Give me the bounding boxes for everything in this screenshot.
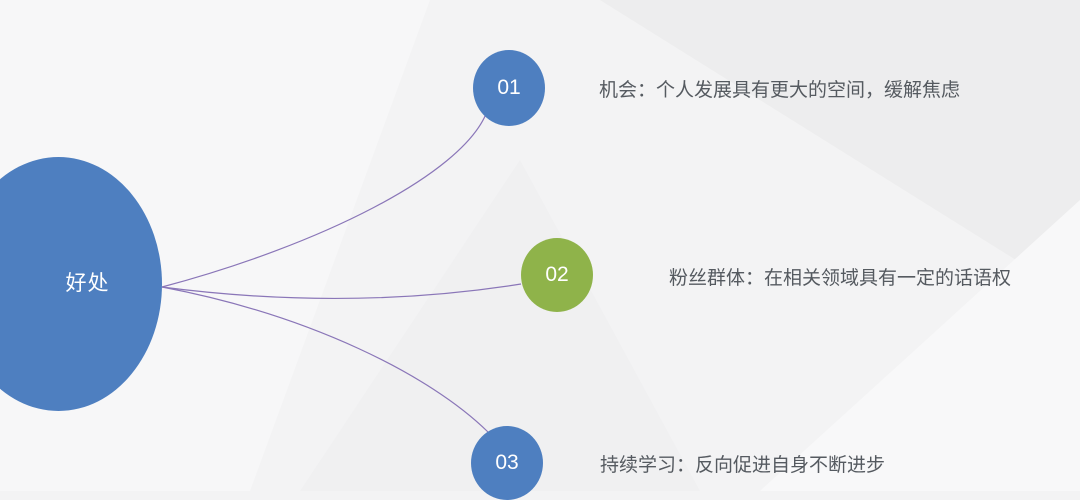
node-02-number: 02	[545, 263, 569, 286]
node-03: 03	[471, 426, 543, 500]
branch-01-text: 机会：个人发展具有更大的空间，缓解焦虑	[599, 79, 961, 101]
branch-03-text: 持续学习：反向促进自身不断进步	[600, 454, 886, 476]
hub-label: 好处	[65, 271, 110, 295]
node-03-number: 03	[495, 451, 519, 474]
node-01: 01	[473, 50, 545, 126]
hub-circle: 好处	[0, 157, 162, 411]
connector-01	[161, 113, 487, 288]
connector-02	[161, 283, 522, 300]
node-02: 02	[521, 238, 593, 312]
branch-02-text: 粉丝群体：在相关领域具有一定的话语权	[669, 267, 1012, 289]
connector-03	[161, 286, 489, 433]
node-01-number: 01	[497, 76, 521, 99]
